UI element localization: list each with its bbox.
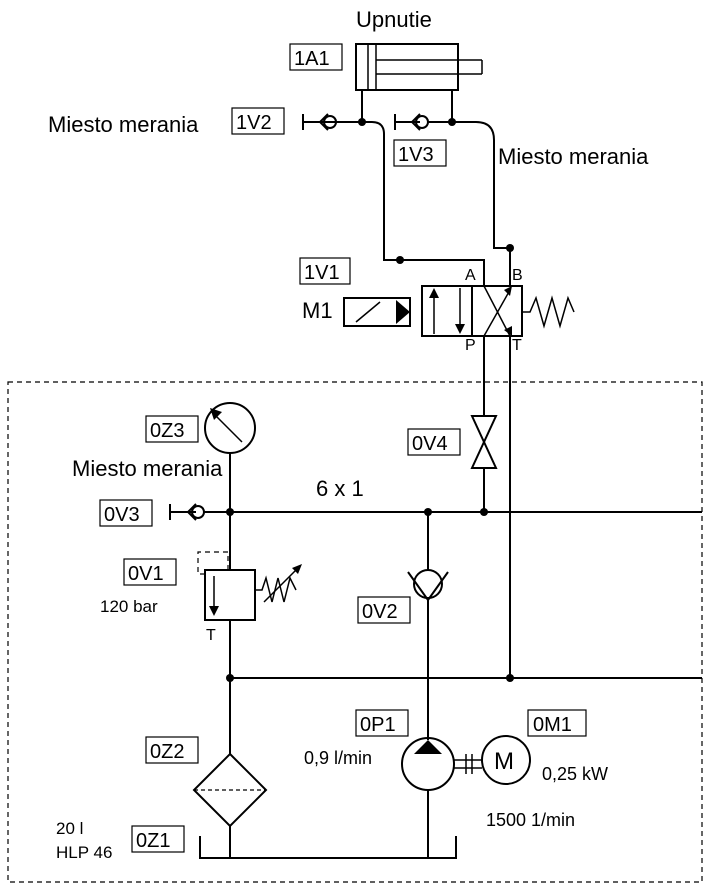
line-a [362, 121, 485, 286]
power-unit-boundary [7, 381, 703, 883]
check-valve-0v2 [407, 512, 449, 740]
check-valve-1v2 [302, 113, 362, 131]
label-0v4: 0V4 [412, 433, 448, 455]
pipe-size-label: 6 x 1 [316, 476, 364, 501]
line-b [452, 121, 511, 286]
relief-port-t: T [206, 627, 216, 644]
port-b: B [512, 267, 523, 284]
check-valve-1v3 [394, 113, 452, 131]
label-1a1: 1A1 [294, 48, 330, 70]
label-0v1: 0V1 [128, 563, 164, 585]
label-0z1: 0Z1 [136, 830, 170, 852]
title-upnutie: Upnutie [356, 7, 432, 32]
port-t: T [512, 337, 522, 354]
filter-0z2 [192, 678, 268, 858]
solenoid-m1: M1 [302, 298, 333, 323]
tank-0z1 [199, 836, 457, 859]
label-0v3: 0V3 [104, 504, 140, 526]
motor-power: 0,25 kW [542, 764, 608, 784]
port-p: P [465, 337, 476, 354]
motor-0m1: M [481, 735, 531, 785]
label-1v1: 1V1 [304, 262, 340, 284]
label-0p1: 0P1 [360, 714, 396, 736]
port-a: A [465, 267, 476, 284]
label-0z2: 0Z2 [150, 741, 184, 763]
motor-speed: 1500 1/min [486, 810, 575, 830]
throttle-valve-0v4 [470, 415, 498, 512]
label-0v2: 0V2 [362, 601, 398, 623]
cylinder-1a1 [355, 43, 483, 122]
pump-0p1 [401, 737, 482, 858]
relief-pressure: 120 bar [100, 597, 158, 616]
meas-label-1v2: Miesto merania [48, 112, 199, 137]
meas-label-0z3: Miesto merania [72, 456, 223, 481]
meas-label-1v3: Miesto merania [498, 144, 649, 169]
relief-valve-0v1 [197, 512, 302, 678]
label-0m1: 0M1 [533, 714, 572, 736]
tank-volume: 20 l [56, 819, 83, 838]
check-valve-0v3 [169, 503, 230, 521]
label-1v2: 1V2 [236, 112, 272, 134]
label-0z3: 0Z3 [150, 420, 184, 442]
pump-flow: 0,9 l/min [304, 748, 372, 768]
tank-oil: HLP 46 [56, 843, 112, 862]
motor-letter: M [494, 748, 514, 775]
directional-valve-1v1 [343, 285, 575, 337]
label-1v3: 1V3 [398, 144, 434, 166]
pressure-gauge-0z3 [204, 402, 256, 512]
